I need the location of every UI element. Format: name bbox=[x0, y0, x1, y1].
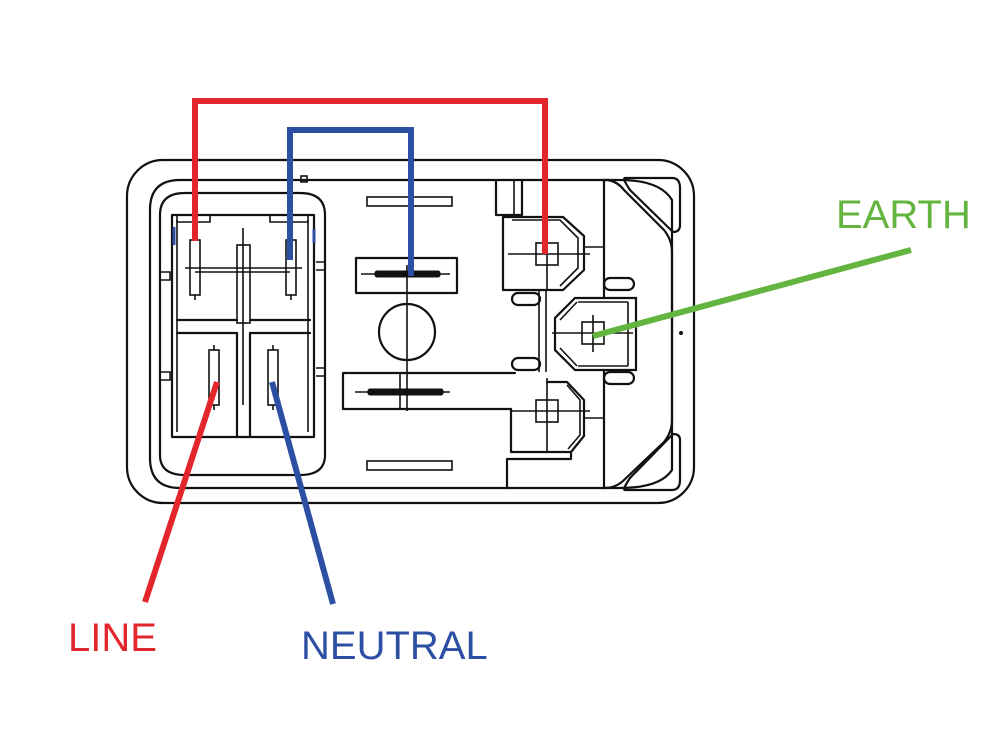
wire-earth-lead bbox=[592, 247, 912, 339]
iec-cavity-outline bbox=[602, 178, 674, 490]
terminal-line bbox=[501, 215, 586, 292]
housing-inner-frame bbox=[148, 178, 674, 490]
fuse-area bbox=[341, 196, 517, 471]
switch-divider-vertical bbox=[235, 331, 252, 439]
iec-chamfer-top bbox=[623, 176, 682, 234]
wire-neutral-bridge bbox=[287, 127, 414, 276]
tab-lower-left bbox=[510, 356, 542, 372]
switch-notch-right bbox=[316, 261, 326, 377]
iec-chamfer-bottom bbox=[623, 432, 682, 492]
slot-bottom bbox=[366, 460, 453, 471]
switch-divider-horizontal bbox=[175, 318, 312, 335]
switch-crossbar bbox=[185, 267, 302, 273]
wire-earth bbox=[592, 247, 912, 339]
terminal-lower bbox=[509, 380, 586, 454]
fuse-clip-lower bbox=[341, 371, 517, 411]
label-earth: EARTH bbox=[836, 193, 971, 237]
terminal-lower-base bbox=[505, 450, 573, 490]
tab-lower-right bbox=[602, 370, 636, 386]
switch-body bbox=[170, 213, 316, 439]
iec-dot bbox=[679, 331, 683, 335]
tab-upper-right bbox=[602, 276, 636, 292]
housing-tab bbox=[300, 175, 308, 183]
terminal-earth-inner bbox=[559, 301, 629, 367]
wire-line bbox=[142, 98, 548, 603]
terminal-lower-cross bbox=[511, 378, 590, 452]
wire-line-bridge bbox=[192, 98, 548, 254]
rocker-switch bbox=[158, 191, 327, 477]
switch-notch-left bbox=[160, 271, 171, 381]
tab-upper-left bbox=[510, 291, 542, 307]
label-line: LINE bbox=[68, 616, 157, 660]
wire-line-lead bbox=[142, 381, 220, 603]
wire-neutral-lead bbox=[269, 381, 336, 605]
wire-neutral bbox=[172, 127, 414, 605]
label-neutral: NEUTRAL bbox=[301, 624, 488, 668]
terminal-lower-inner bbox=[566, 384, 581, 450]
iec-top-block bbox=[494, 178, 524, 217]
iec-terminals bbox=[494, 176, 683, 492]
fuse-blade-lower bbox=[367, 388, 444, 396]
